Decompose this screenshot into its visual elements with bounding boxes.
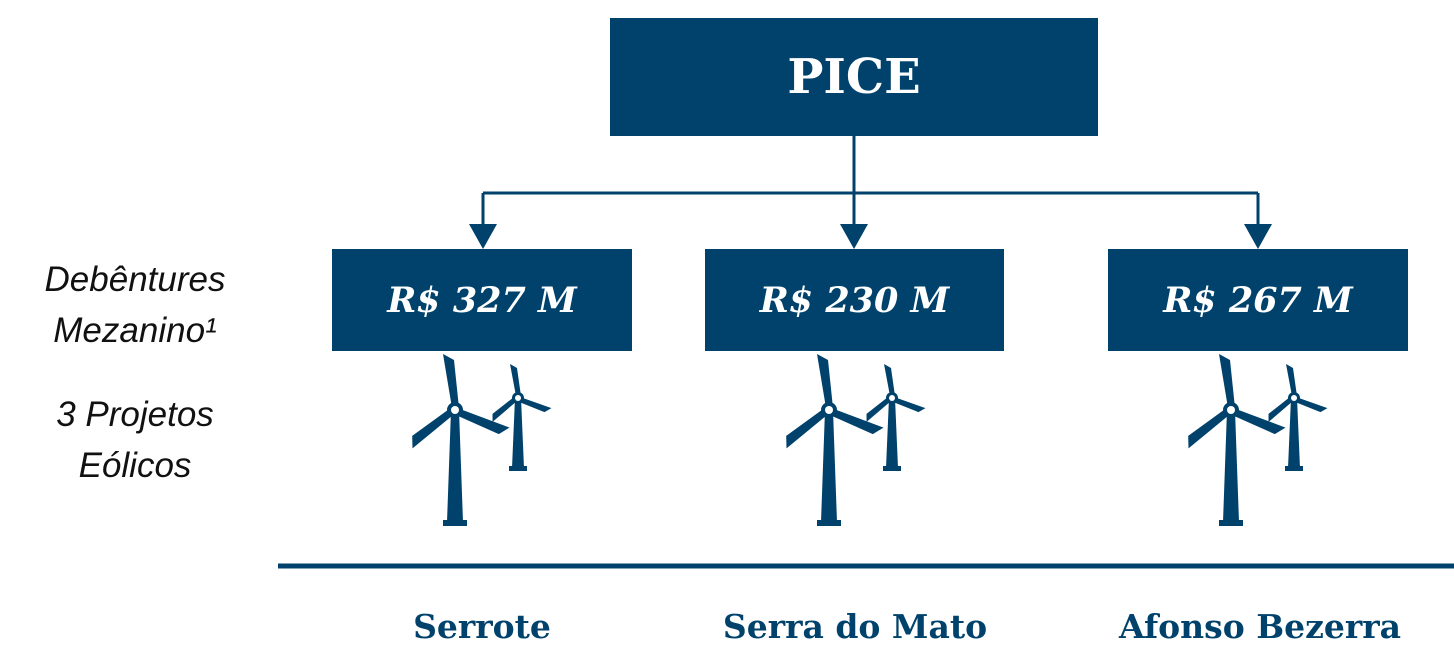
arrowhead-2 xyxy=(840,224,868,249)
wind-turbine-icon xyxy=(1180,354,1328,526)
side-label-line-1: Debêntures xyxy=(44,260,226,299)
wind-turbine-icon xyxy=(778,354,926,526)
project-name-serrote: Serrote xyxy=(413,607,551,646)
project-name-afonso-bezerra: Afonso Bezerra xyxy=(1118,607,1402,646)
value-box-serra-do-mato: R$ 230 M xyxy=(705,249,1004,351)
arrowhead-3 xyxy=(1244,224,1272,249)
pice-node: PICE xyxy=(610,18,1098,136)
value-box-afonso-bezerra: R$ 267 M xyxy=(1108,249,1408,351)
value-box-serrote: R$ 327 M xyxy=(332,249,632,351)
side-label-line-3: 3 Projetos xyxy=(56,395,214,434)
project-name-serra-do-mato: Serra do Mato xyxy=(722,607,988,646)
wind-turbine-icon xyxy=(404,354,552,526)
side-label-debentures: Debêntures Mezanino¹ xyxy=(20,262,250,348)
side-label-line-2: Mezanino¹ xyxy=(53,311,217,350)
side-label-projects: 3 Projetos Eólicos xyxy=(20,397,250,483)
arrowhead-1 xyxy=(469,224,497,249)
side-label-line-4: Eólicos xyxy=(78,446,192,485)
